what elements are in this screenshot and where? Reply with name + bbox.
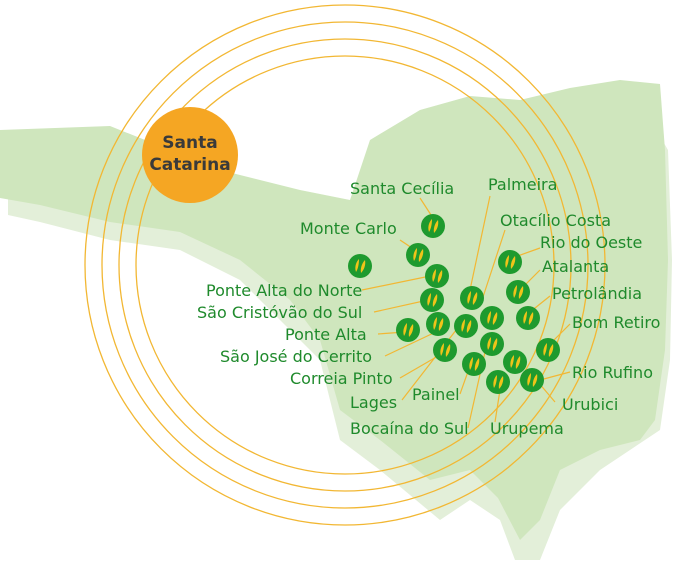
orbit-rings	[84, 4, 606, 526]
city-marker	[425, 264, 449, 288]
city-labels: Santa Cecília Palmeira Monte Carlo Otací…	[197, 175, 660, 438]
city-marker	[454, 314, 478, 338]
city-marker	[348, 254, 372, 278]
label-palmeira: Palmeira	[488, 175, 557, 194]
city-marker	[462, 352, 486, 376]
wheat-leaf-icon	[413, 248, 424, 262]
label-atalanta: Atalanta	[542, 257, 609, 276]
wheat-leaf-icon	[440, 343, 451, 357]
city-marker	[480, 332, 504, 356]
wheat-leaf-icon	[433, 317, 444, 331]
wheat-leaf-icon	[427, 293, 438, 307]
label-ponte-alta: Ponte Alta	[285, 325, 367, 344]
wheat-leaf-icon	[428, 219, 439, 233]
city-marker	[516, 306, 540, 330]
city-marker	[503, 350, 527, 374]
wheat-leaf-icon	[493, 375, 504, 389]
label-painel: Painel	[412, 385, 460, 404]
label-otacilio-costa: Otacílio Costa	[500, 211, 611, 230]
city-marker	[506, 280, 530, 304]
region-badge: Santa Catarina	[142, 107, 238, 203]
label-sao-cristovao-do-sul: São Cristóvão do Sul	[197, 303, 362, 322]
wheat-leaf-icon	[467, 291, 478, 305]
city-marker	[426, 312, 450, 336]
wheat-leaf-icon	[487, 337, 498, 351]
city-marker	[396, 318, 420, 342]
city-markers	[348, 214, 560, 394]
city-marker	[420, 288, 444, 312]
label-rio-rufino: Rio Rufino	[572, 363, 653, 382]
wheat-leaf-icon	[403, 323, 414, 337]
region-label-line1: Santa	[162, 133, 217, 153]
wheat-leaf-icon	[487, 311, 498, 325]
city-marker	[480, 306, 504, 330]
label-rio-do-oeste: Rio do Oeste	[540, 233, 642, 252]
city-marker	[536, 338, 560, 362]
wheat-leaf-icon	[523, 311, 534, 325]
wheat-leaf-icon	[432, 269, 443, 283]
label-correia-pinto: Correia Pinto	[290, 369, 393, 388]
label-bom-retiro: Bom Retiro	[572, 313, 660, 332]
wheat-leaf-icon	[461, 319, 472, 333]
region-label-line2: Catarina	[149, 155, 230, 175]
label-urupema: Urupema	[490, 419, 564, 438]
city-marker	[406, 243, 430, 267]
wheat-leaf-icon	[510, 355, 521, 369]
city-marker	[486, 370, 510, 394]
city-marker	[520, 368, 544, 392]
wheat-leaf-icon	[355, 259, 366, 273]
label-sao-jose-do-cerrito: São José do Cerrito	[220, 347, 372, 366]
label-bocaina-do-sul: Bocaína do Sul	[350, 419, 469, 438]
label-monte-carlo: Monte Carlo	[300, 219, 397, 238]
city-marker	[421, 214, 445, 238]
wheat-leaf-icon	[513, 285, 524, 299]
wheat-leaf-icon	[527, 373, 538, 387]
city-marker	[498, 250, 522, 274]
label-lages: Lages	[350, 393, 397, 412]
city-marker	[460, 286, 484, 310]
wheat-leaf-icon	[505, 255, 516, 269]
label-ponte-alta-do-norte: Ponte Alta do Norte	[206, 281, 362, 300]
label-urubici: Urubici	[562, 395, 618, 414]
city-marker	[433, 338, 457, 362]
wheat-leaf-icon	[543, 343, 554, 357]
label-petrolandia: Petrolândia	[552, 284, 642, 303]
wheat-leaf-icon	[469, 357, 480, 371]
label-santa-cecilia: Santa Cecília	[350, 179, 454, 198]
